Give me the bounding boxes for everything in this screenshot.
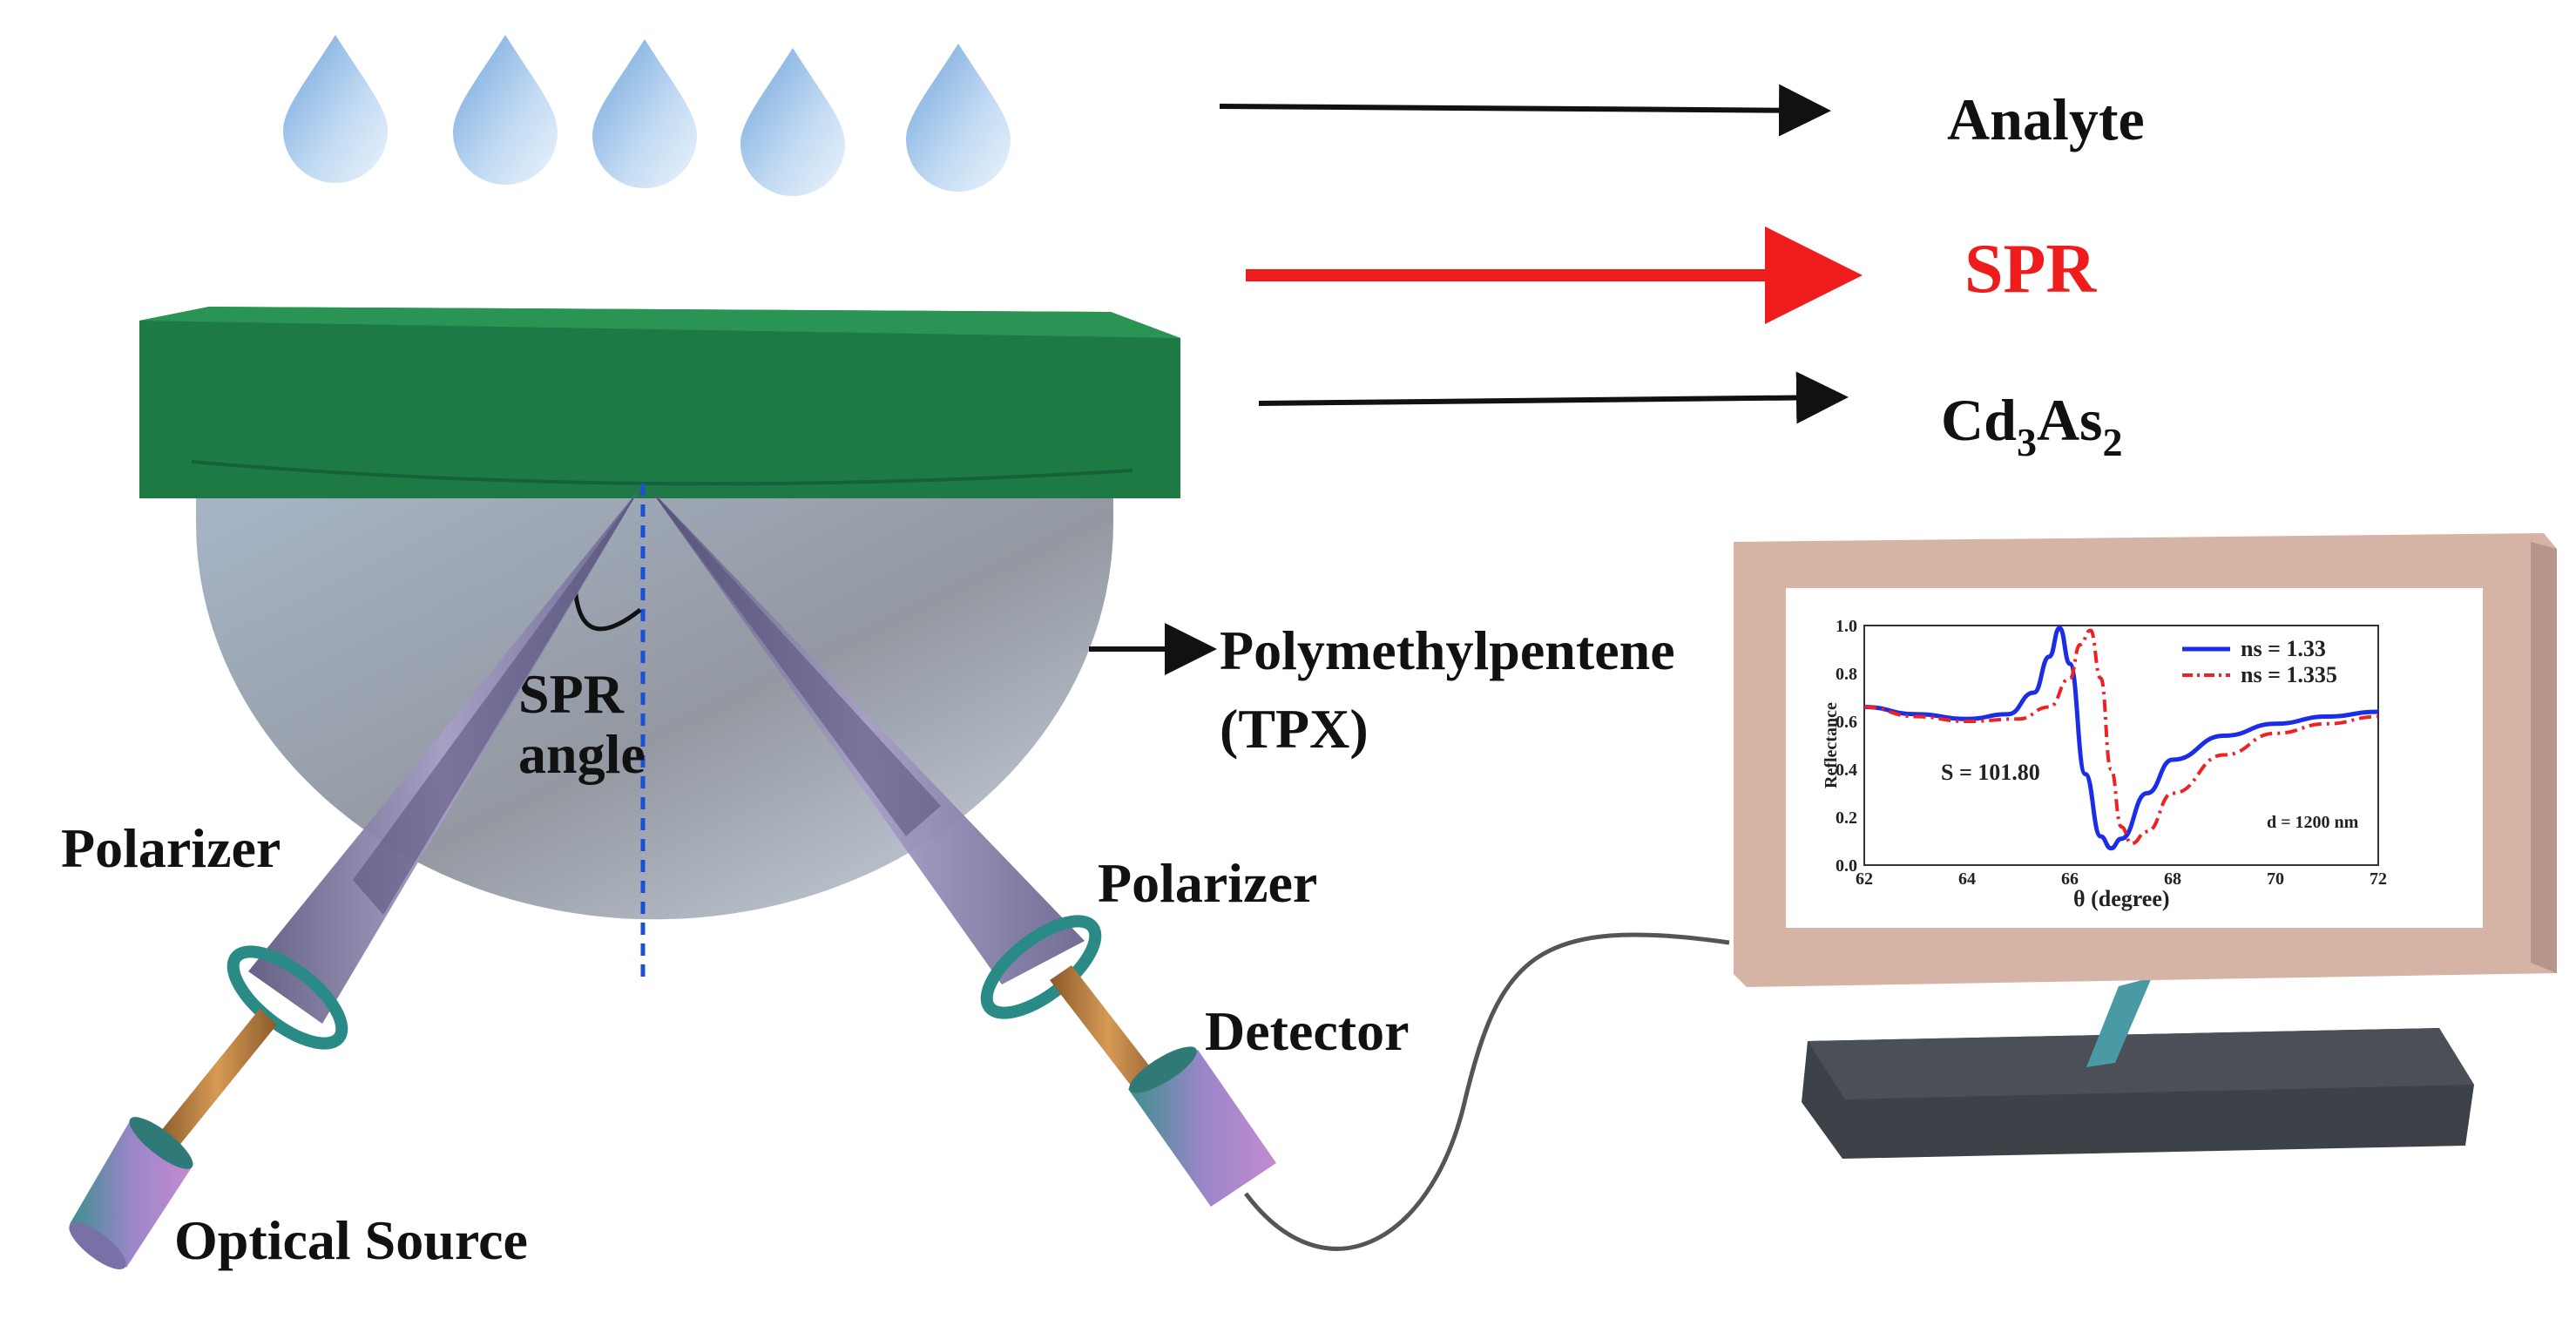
detector-label: Detector bbox=[1205, 1000, 1409, 1062]
cd3as2-layer bbox=[139, 307, 1180, 498]
chart-x-tick-labels: 62 64 66 68 70 72 bbox=[1856, 869, 2387, 889]
chart-series-line-1 bbox=[1863, 626, 2379, 851]
chart-y-tick-label: 0.2 bbox=[1836, 808, 1857, 828]
cd3as2-label: Cd3As2 bbox=[1941, 387, 2123, 464]
chart-x-tick-label: 62 bbox=[1856, 869, 1873, 889]
cd3as2-arrow bbox=[1258, 371, 1849, 424]
chart-y-tick-label: 0.0 bbox=[1836, 856, 1857, 876]
monitor-neck bbox=[2086, 977, 2152, 1067]
spr-angle-arc bbox=[572, 585, 642, 632]
chart-annotation-s: S = 101.80 bbox=[1941, 760, 2040, 785]
spr-angle-label-line1: SPR bbox=[518, 663, 625, 725]
chart-annotation-d: d = 1200 nm bbox=[2267, 813, 2359, 832]
as-text: As bbox=[2037, 387, 2103, 453]
chart-x-tick-label: 64 bbox=[1958, 869, 1976, 889]
analyte-arrow bbox=[1219, 84, 1831, 137]
legend-label-ns1: ns = 1.33 bbox=[2241, 636, 2326, 661]
chart-y-tick-label: 0.4 bbox=[1836, 761, 1857, 780]
right-rod bbox=[1050, 965, 1167, 1105]
chart-frame bbox=[1863, 625, 2379, 866]
optical-source-label: Optical Source bbox=[174, 1209, 528, 1271]
as-subscript: 2 bbox=[2103, 420, 2123, 464]
chart-ylabel: Reflectance bbox=[1822, 702, 1841, 788]
analyte-drops bbox=[283, 35, 1011, 196]
chart-y-tick-labels: 0.0 0.2 0.4 0.6 0.8 1.0 bbox=[1836, 617, 1857, 876]
detector-body bbox=[1128, 1050, 1276, 1207]
chart-y-tick-label: 0.8 bbox=[1836, 665, 1857, 684]
chart-xlabel: θ (degree) bbox=[2073, 886, 2170, 911]
analyte-drop-icon bbox=[453, 35, 558, 185]
analyte-drop-icon bbox=[906, 44, 1011, 192]
analyte-drop-icon bbox=[283, 35, 388, 183]
spr-label: SPR bbox=[1964, 231, 2097, 308]
left-source-assembly bbox=[69, 488, 640, 1269]
spr-angle-label-line2: angle bbox=[518, 723, 646, 785]
chart-y-tick-label: 0.6 bbox=[1836, 713, 1857, 732]
chart-x-tick-label: 66 bbox=[2061, 869, 2079, 889]
monitor bbox=[1734, 533, 2557, 1159]
chart-series-line-2 bbox=[1863, 628, 2379, 846]
chart-x-tick-label: 68 bbox=[2164, 869, 2181, 889]
detector-cable bbox=[1244, 932, 1730, 1251]
polarizer-left-label: Polarizer bbox=[61, 817, 281, 879]
cd-subscript: 3 bbox=[2017, 420, 2037, 464]
analyte-drop-icon bbox=[740, 48, 845, 196]
cd-text: Cd bbox=[1941, 387, 2017, 453]
reflectance-chart: 0.0 0.2 0.4 0.6 0.8 1.0 62 64 66 68 70 72 θ (degre… bbox=[1822, 617, 2387, 911]
chart-y-tick-label: 1.0 bbox=[1836, 617, 1857, 636]
tpx-label-line1: Polymethylpentene bbox=[1220, 619, 1675, 681]
chart-x-tick-label: 72 bbox=[2370, 869, 2387, 889]
right-detector-assembly bbox=[649, 488, 1276, 1207]
chart-legend: ns = 1.33 ns = 1.335 bbox=[2182, 636, 2337, 687]
polarizer-right-label: Polarizer bbox=[1098, 852, 1317, 914]
analyte-label: Analyte bbox=[1947, 86, 2145, 152]
chart-series-lines bbox=[1863, 626, 2379, 851]
analyte-drop-icon bbox=[592, 39, 697, 188]
chart-x-tick-label: 70 bbox=[2267, 869, 2284, 889]
legend-label-ns2: ns = 1.335 bbox=[2241, 662, 2337, 687]
left-rod bbox=[157, 1009, 277, 1152]
tpx-label-line2: (TPX) bbox=[1220, 698, 1369, 760]
monitor-screen bbox=[1786, 588, 2483, 928]
